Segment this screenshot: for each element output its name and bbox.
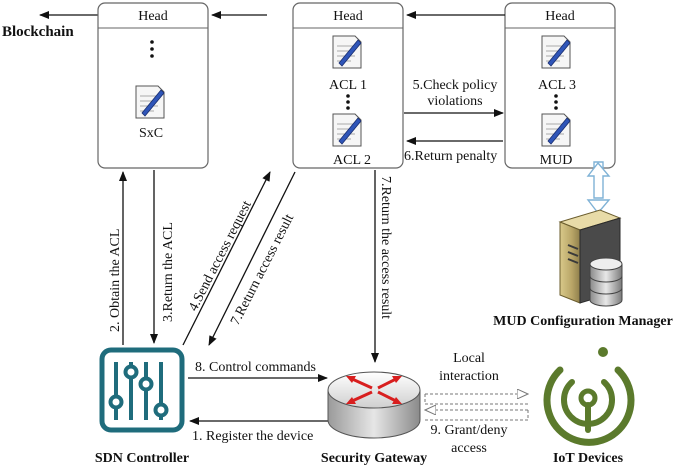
step-5-label-line2: violations xyxy=(427,94,482,109)
iot-device-icon xyxy=(543,347,635,446)
block-3-head: Head xyxy=(545,9,575,24)
sdn-controller-icon xyxy=(99,347,185,433)
vertical-ellipsis-icon xyxy=(346,94,350,110)
block-2-item-acl1: ACL 1 xyxy=(329,78,367,93)
block-2-head: Head xyxy=(333,9,363,24)
mud-manager-label: MUD Configuration Manager xyxy=(493,314,673,329)
gateway-label: Security Gateway xyxy=(321,451,427,466)
block-2-item-acl2: ACL 2 xyxy=(333,153,371,168)
block-1-head: Head xyxy=(138,9,168,24)
arrow-step-4 xyxy=(182,171,271,346)
database-icon xyxy=(589,257,623,307)
vertical-ellipsis-icon xyxy=(150,40,154,58)
local-interaction-line2: interaction xyxy=(439,369,499,384)
local-interaction-line1: Local xyxy=(453,351,485,366)
step-5-label-line1: 5.Check policy xyxy=(413,78,498,93)
document-pen-icon xyxy=(332,113,362,147)
step-6-label: 6.Return penalty xyxy=(404,149,497,164)
block-2: Head ACL 1 ACL 2 xyxy=(292,2,404,169)
block-1: Head SxC xyxy=(97,2,209,169)
router-icon xyxy=(327,371,421,439)
document-pen-icon xyxy=(541,35,571,69)
step-3-label: 3.Return the ACL xyxy=(161,222,176,322)
step-2-label: 2. Obtain the ACL xyxy=(108,229,123,332)
document-pen-icon xyxy=(332,35,362,69)
block-3-item-acl3: ACL 3 xyxy=(538,78,576,93)
arrow-step-7-sdn xyxy=(208,171,296,346)
step-9-label-line2: access xyxy=(451,441,487,456)
grant-deny-arrow xyxy=(425,410,529,421)
block-3: Head ACL 3 MUD xyxy=(504,2,616,169)
block-3-item-mud: MUD xyxy=(540,153,573,168)
mud-link-arrow xyxy=(586,161,611,215)
step-8-label: 8. Control commands xyxy=(195,360,316,375)
block-1-item-sxc: SxC xyxy=(139,126,163,141)
local-interaction-arrow xyxy=(424,394,528,405)
step-9-label-line1: 9. Grant/deny xyxy=(431,423,508,438)
step-7-access-label: 7.Return the access result xyxy=(378,176,393,319)
vertical-ellipsis-icon xyxy=(554,94,558,110)
document-pen-icon xyxy=(541,113,571,147)
iot-devices-label: IoT Devices xyxy=(553,451,624,466)
document-pen-icon xyxy=(135,85,165,119)
blockchain-label: Blockchain xyxy=(2,24,74,40)
step-1-label: 1. Register the device xyxy=(192,429,313,444)
sdn-controller-label: SDN Controller xyxy=(95,451,189,466)
